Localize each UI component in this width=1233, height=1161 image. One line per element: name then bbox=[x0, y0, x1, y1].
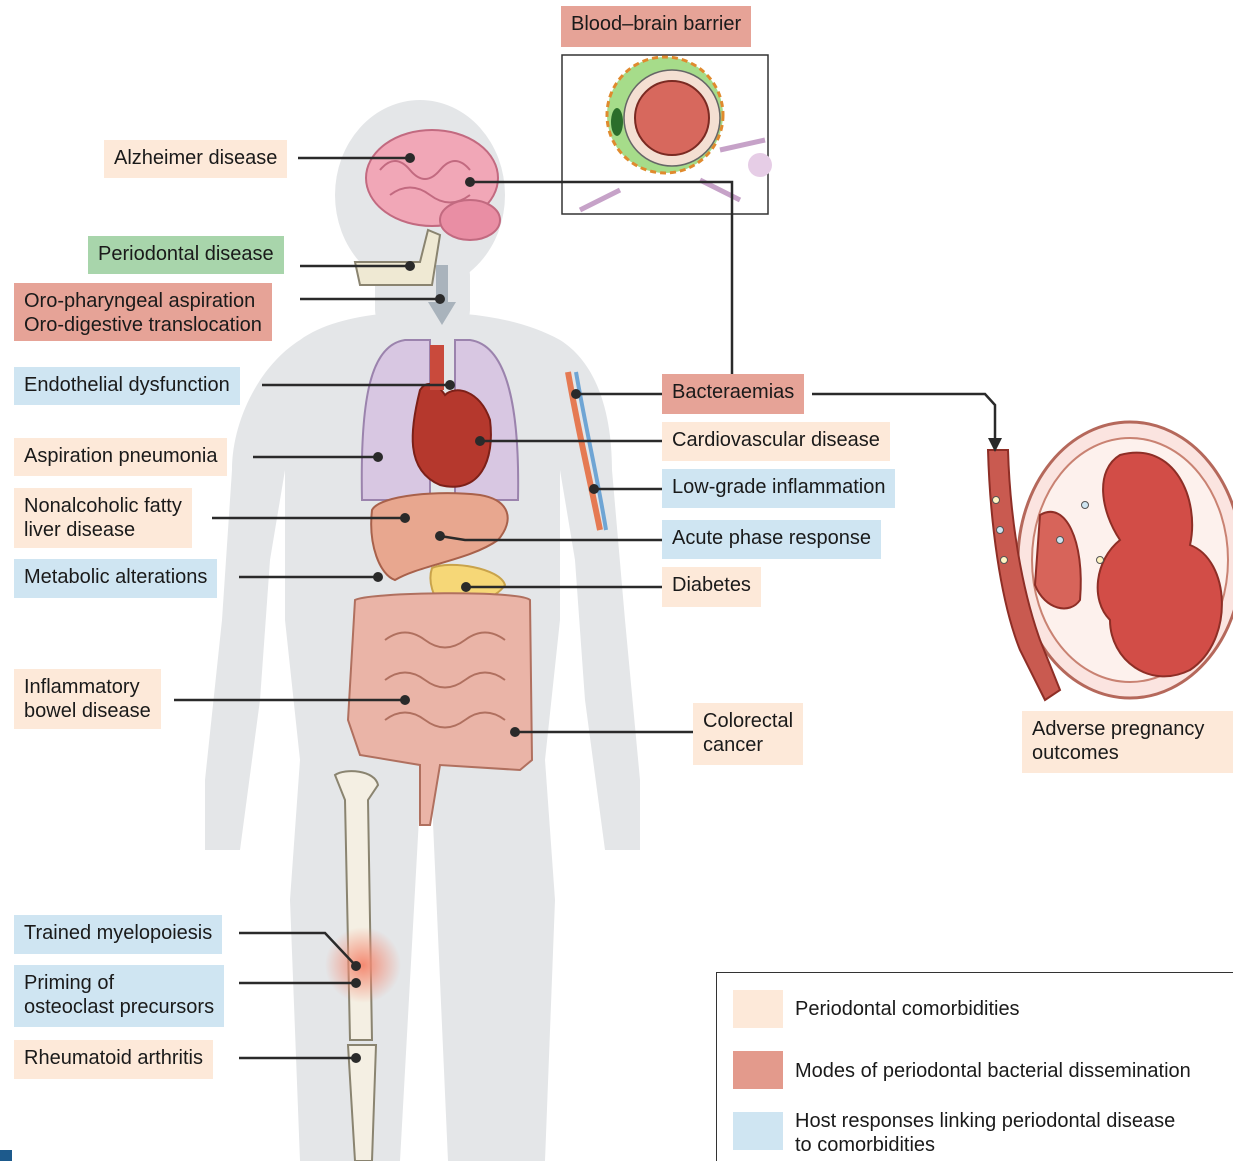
label-apo-line1: Adverse pregnancy bbox=[1032, 717, 1223, 741]
label-colorectal-cancer: Colorectal cancer bbox=[693, 703, 803, 765]
fetus-illustration bbox=[988, 422, 1233, 700]
corner-mark bbox=[0, 1150, 12, 1161]
legend-swatch-comorbidities bbox=[733, 990, 783, 1028]
label-priming-line2: osteoclast precursors bbox=[24, 995, 214, 1019]
label-blood-brain-barrier: Blood–brain barrier bbox=[561, 6, 751, 47]
label-oro-routes: Oro-pharyngeal aspiration Oro-digestive … bbox=[14, 283, 272, 341]
label-oro-pharyngeal: Oro-pharyngeal aspiration bbox=[24, 289, 262, 313]
legend-text-dissemination: Modes of periodontal bacterial dissemina… bbox=[795, 1059, 1191, 1083]
label-priming-osteoclast: Priming of osteoclast precursors bbox=[14, 965, 224, 1027]
label-bacteraemias: Bacteraemias bbox=[662, 374, 804, 414]
label-nafld-line2: liver disease bbox=[24, 518, 182, 542]
label-crc-line2: cancer bbox=[703, 733, 793, 757]
legend-host-line2: to comorbidities bbox=[795, 1133, 1175, 1157]
label-metabolic-alterations: Metabolic alterations bbox=[14, 559, 217, 598]
legend-swatch-dissemination bbox=[733, 1051, 783, 1089]
label-crc-line1: Colorectal bbox=[703, 709, 793, 733]
legend-text-comorbidities: Periodontal comorbidities bbox=[795, 997, 1020, 1021]
legend: Periodontal comorbidities Modes of perio… bbox=[716, 972, 1233, 1161]
label-endothelial-dysfunction: Endothelial dysfunction bbox=[14, 367, 240, 405]
label-nafld-line1: Nonalcoholic fatty bbox=[24, 494, 182, 518]
label-trained-myelopoiesis: Trained myelopoiesis bbox=[14, 915, 222, 954]
label-priming-line1: Priming of bbox=[24, 971, 214, 995]
label-ibd-line2: bowel disease bbox=[24, 699, 151, 723]
legend-host-line1: Host responses linking periodontal disea… bbox=[795, 1109, 1175, 1133]
label-periodontal-disease: Periodontal disease bbox=[88, 236, 284, 274]
label-alzheimer-disease: Alzheimer disease bbox=[104, 140, 287, 178]
label-nafld: Nonalcoholic fatty liver disease bbox=[14, 488, 192, 548]
label-ibd: Inflammatory bowel disease bbox=[14, 669, 161, 729]
label-ibd-line1: Inflammatory bbox=[24, 675, 151, 699]
label-rheumatoid-arthritis: Rheumatoid arthritis bbox=[14, 1040, 213, 1079]
legend-swatch-host-responses bbox=[733, 1112, 783, 1150]
label-oro-digestive: Oro-digestive translocation bbox=[24, 313, 262, 337]
label-adverse-pregnancy: Adverse pregnancy outcomes bbox=[1022, 711, 1233, 773]
bbb-inset bbox=[562, 55, 772, 214]
label-low-grade-inflammation: Low-grade inflammation bbox=[662, 469, 895, 508]
label-diabetes: Diabetes bbox=[662, 567, 761, 607]
label-aspiration-pneumonia: Aspiration pneumonia bbox=[14, 438, 227, 476]
label-acute-phase-response: Acute phase response bbox=[662, 520, 881, 559]
legend-text-host-responses: Host responses linking periodontal disea… bbox=[795, 1109, 1175, 1157]
label-cardiovascular-disease: Cardiovascular disease bbox=[662, 422, 890, 461]
label-apo-line2: outcomes bbox=[1032, 741, 1223, 765]
